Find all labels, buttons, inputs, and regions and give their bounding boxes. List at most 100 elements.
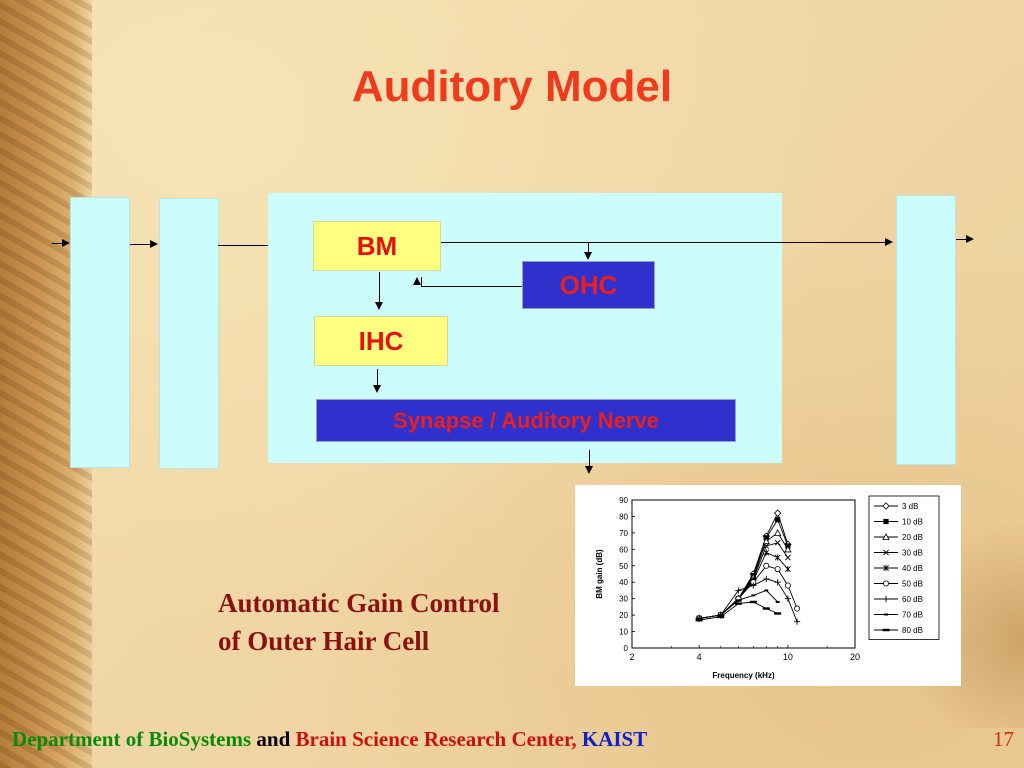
series-8-point — [774, 612, 782, 615]
caption-line-1: Automatic Gain Control — [218, 588, 500, 618]
legend-marker-6 — [882, 595, 890, 603]
footer-and: and — [251, 727, 296, 751]
series-3-point — [763, 543, 770, 549]
series-2-point — [784, 545, 792, 553]
series-6-point — [784, 595, 791, 602]
series-6-point — [774, 579, 781, 586]
series-6-point — [735, 587, 742, 594]
y-tick-label: 20 — [619, 611, 628, 620]
bm-label: BM — [356, 230, 398, 261]
legend-marker-2 — [882, 533, 890, 540]
page-number: 17 — [993, 727, 1014, 751]
series-8-point — [695, 618, 703, 622]
y-tick-label: 50 — [619, 562, 628, 571]
synapse-output-line — [589, 450, 590, 466]
legend-marker-3 — [883, 549, 889, 556]
legend-marker-0 — [882, 502, 890, 510]
stage-box-2 — [159, 198, 219, 469]
legend-marker-4 — [883, 564, 889, 572]
legend-label-7: 70 dB — [902, 611, 923, 620]
series-7-point — [764, 589, 769, 592]
series-1-point — [775, 517, 781, 523]
legend-label-4: 40 dB — [902, 564, 923, 573]
x-tick-label: 2 — [629, 652, 634, 662]
series-3-point — [774, 539, 781, 546]
ohc-feedback-line — [421, 286, 522, 287]
series-line-2 — [699, 532, 789, 619]
series-5-point — [774, 566, 781, 573]
stage-box-1 — [70, 197, 130, 468]
x-tick-label: 10 — [783, 652, 793, 662]
y-tick-label: 10 — [619, 628, 628, 637]
series-line-5 — [699, 565, 798, 619]
connector-2-bm-line — [218, 245, 304, 246]
ohc-label: OHC — [559, 269, 618, 300]
series-7-point — [697, 617, 702, 620]
bm-block: BM — [313, 221, 441, 271]
legend-label-2: 20 dB — [902, 533, 923, 542]
ohc-feedback-arrow — [413, 277, 421, 285]
series-7-point — [751, 594, 756, 597]
series-line-1 — [699, 518, 789, 619]
legend-marker-7 — [884, 613, 888, 616]
legend-label-6: 60 dB — [902, 595, 923, 604]
series-8-point — [717, 615, 725, 618]
input-line — [52, 243, 62, 244]
ihc-block: IHC — [314, 316, 448, 366]
series-7-point — [775, 600, 780, 603]
series-6-point — [763, 575, 770, 583]
caption-line-2: of Outer Hair Cell — [218, 626, 430, 656]
series-line-4 — [699, 552, 789, 619]
y-tick-label: 80 — [619, 512, 628, 521]
legend-label-3: 30 dB — [902, 549, 923, 558]
bm-ohc-tap-line — [588, 242, 589, 252]
legend-marker-1 — [883, 518, 889, 525]
slide-title: Auditory Model — [351, 62, 673, 111]
y-tick-label: 40 — [619, 578, 628, 587]
synapse-label: Synapse / Auditory Nerve — [393, 407, 659, 433]
series-5-point — [763, 562, 770, 569]
series-8-point — [734, 602, 742, 605]
x-tick-label: 4 — [697, 652, 702, 662]
series-0-point — [773, 509, 782, 517]
series-3-point — [784, 554, 791, 561]
legend-label-0: 3 dB — [902, 502, 918, 511]
y-tick-label: 90 — [619, 496, 628, 505]
series-7-point — [718, 614, 723, 617]
series-5-point — [794, 605, 801, 612]
bm-ihc-arrow — [375, 302, 383, 310]
synapse-block: Synapse / Auditory Nerve — [316, 399, 736, 442]
caption: Automatic Gain Control of Outer Hair Cel… — [218, 584, 500, 660]
series-line-6 — [699, 578, 798, 622]
series-4-point — [774, 554, 781, 561]
series-2-point — [762, 537, 770, 545]
series-2-point — [773, 529, 782, 536]
x-tick-label: 20 — [850, 652, 860, 662]
connector-1-2-line — [130, 244, 150, 245]
series-4-point — [763, 549, 770, 556]
series-6-point — [794, 618, 801, 625]
series-4-point — [784, 565, 791, 573]
bm-output-arrow — [885, 238, 893, 246]
y-axis-label: BM gain (dB) — [595, 549, 604, 599]
series-line-7 — [699, 589, 779, 619]
ohc-feedback-riser — [421, 277, 422, 287]
series-line-3 — [699, 542, 789, 619]
ohc-block: OHC — [522, 261, 655, 309]
plot-area — [631, 499, 856, 649]
ihc-synapse-arrow — [373, 385, 381, 393]
ihc-synapse-line — [377, 369, 378, 385]
series-8-point — [749, 600, 757, 604]
bm-output-line — [441, 242, 885, 243]
series-5-point — [784, 582, 791, 589]
y-tick-label: 70 — [619, 529, 628, 538]
series-8-point — [762, 607, 770, 610]
synapse-output-arrow — [585, 466, 593, 474]
legend-marker-8 — [882, 628, 890, 632]
legend-marker-5 — [882, 580, 889, 587]
output-line — [956, 239, 966, 240]
input-arrow — [62, 239, 70, 247]
series-6-point — [750, 582, 757, 589]
